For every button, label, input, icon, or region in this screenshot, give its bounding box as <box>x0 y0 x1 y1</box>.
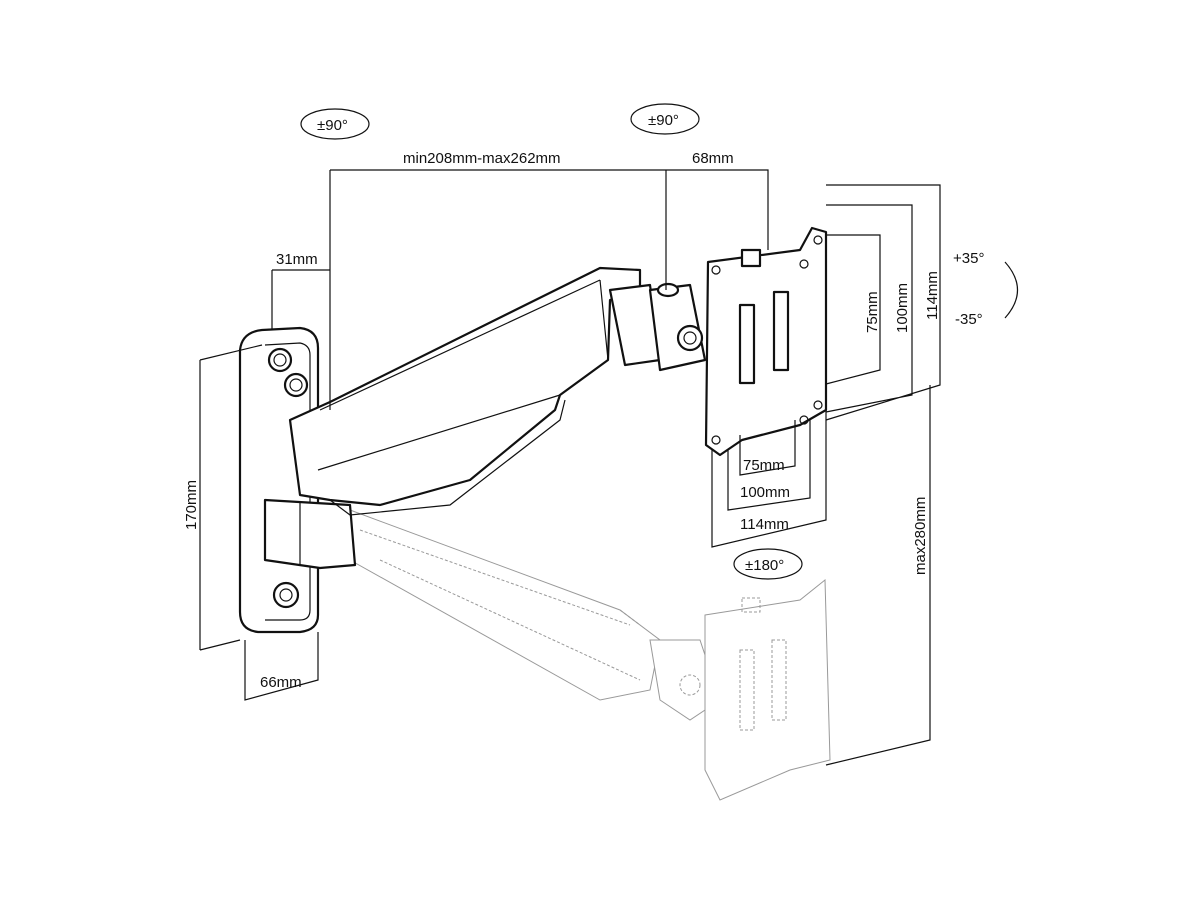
swivel-arrow-icon <box>630 103 700 135</box>
plate-width-label: 66mm <box>260 674 302 691</box>
swivel-label-base: ±90° <box>317 117 348 134</box>
gas-spring-arm <box>288 266 662 516</box>
head-depth-label: 68mm <box>692 150 734 167</box>
vesa-plate <box>704 226 828 457</box>
tilt-head <box>648 282 707 372</box>
tilt-up-label: +35° <box>953 250 984 267</box>
vesa-v-100-label: 100mm <box>894 283 911 333</box>
vesa-h-114-label: 114mm <box>740 516 789 533</box>
swivel-arrow-icon <box>300 108 370 140</box>
arm-reach-label: min208mm-max262mm <box>403 150 561 167</box>
vesa-v-75-label: 75mm <box>864 291 881 333</box>
vesa-h-100-label: 100mm <box>740 484 790 501</box>
rotate-arrow-icon <box>733 548 803 580</box>
vesa-v-114-label: 114mm <box>924 271 941 320</box>
rotation-arrows <box>300 103 1018 580</box>
plate-height-label: 170mm <box>183 480 200 530</box>
tilt-arrow-icon <box>1004 261 1018 319</box>
height-travel-label: max280mm <box>912 497 929 575</box>
dimension-lines <box>199 169 941 766</box>
vesa-h-75-label: 75mm <box>743 457 785 474</box>
lowered-arm-ghost <box>349 509 831 801</box>
rotation-label: ±180° <box>745 557 784 574</box>
wall-offset-label: 31mm <box>276 251 318 268</box>
swivel-label-head: ±90° <box>648 112 679 129</box>
tilt-down-label: -35° <box>955 311 983 328</box>
